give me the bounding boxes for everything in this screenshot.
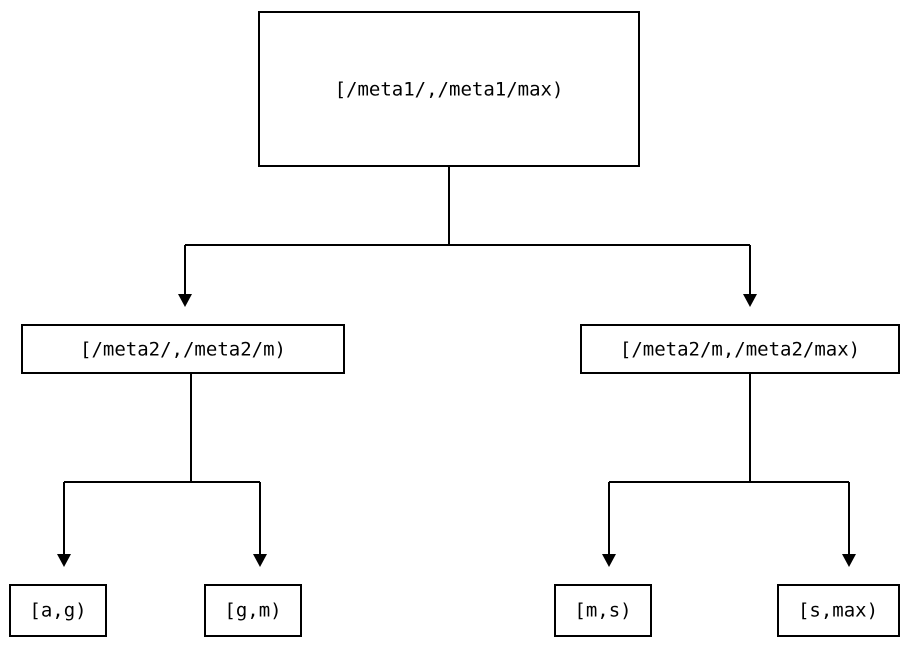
arrow-down-icon bbox=[178, 294, 192, 307]
arrowheads-layer bbox=[57, 294, 856, 567]
arrow-down-icon bbox=[743, 294, 757, 307]
arrow-down-icon bbox=[57, 554, 71, 567]
tree-node[interactable]: [m,s) bbox=[554, 584, 652, 637]
arrow-down-icon bbox=[602, 554, 616, 567]
tree-node[interactable]: [/meta1/,/meta1/max) bbox=[258, 11, 640, 167]
tree-node[interactable]: [/meta2/,/meta2/m) bbox=[21, 324, 345, 374]
edges-layer bbox=[63, 167, 850, 554]
node-box[interactable] bbox=[21, 324, 345, 374]
tree-node[interactable]: [s,max) bbox=[777, 584, 900, 637]
node-label: [/meta1/,/meta1/max) bbox=[335, 79, 564, 101]
tree-node[interactable]: [g,m) bbox=[204, 584, 302, 637]
node-box[interactable] bbox=[777, 584, 900, 637]
node-label: [g,m) bbox=[224, 600, 281, 622]
node-label: [s,max) bbox=[798, 600, 878, 622]
node-label: [/meta2/m,/meta2/max) bbox=[620, 339, 860, 361]
node-label: [m,s) bbox=[574, 600, 631, 622]
tree-edge bbox=[184, 167, 750, 294]
node-box[interactable] bbox=[9, 584, 107, 637]
tree-node[interactable]: [/meta2/m,/meta2/max) bbox=[580, 324, 900, 374]
tree-node[interactable]: [a,g) bbox=[9, 584, 107, 637]
nodes-layer: [/meta1/,/meta1/max) [/meta2/,/meta2/m) [/… bbox=[9, 11, 900, 637]
node-label: [a,g) bbox=[29, 600, 86, 622]
node-box[interactable] bbox=[554, 584, 652, 637]
node-box[interactable] bbox=[258, 11, 640, 167]
node-box[interactable] bbox=[580, 324, 900, 374]
node-label: [/meta2/,/meta2/m) bbox=[80, 339, 286, 361]
node-box[interactable] bbox=[204, 584, 302, 637]
tree-edge bbox=[63, 374, 260, 554]
arrow-down-icon bbox=[253, 554, 267, 567]
arrow-down-icon bbox=[842, 554, 856, 567]
tree-edge bbox=[608, 374, 849, 554]
